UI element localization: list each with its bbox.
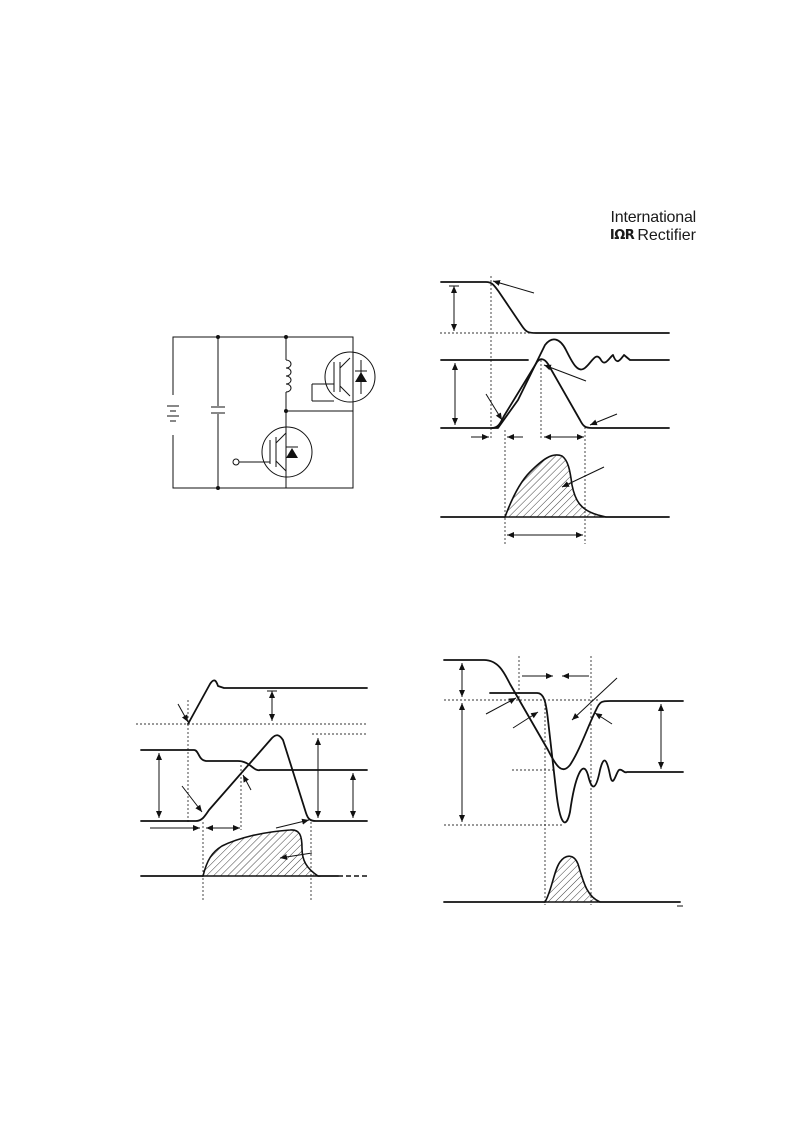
turn-on-waveform [136,679,368,900]
company-logo: International IΩR Rectifier [610,209,696,245]
turn-off-waveform [440,276,670,544]
diode-recovery-waveform [443,656,684,907]
logo-text-international: International [610,209,697,226]
logo-row: IΩR Rectifier [610,227,696,245]
logo-text-rectifier: Rectifier [637,227,696,244]
upper-igbt-symbol [286,337,376,412]
logo-mark: IΩR [609,228,635,243]
lower-igbt-symbol [232,425,313,488]
test-circuit [165,335,376,490]
capacitor-symbol [210,335,226,490]
battery-symbol [165,395,181,435]
circuit-frame [172,336,354,489]
